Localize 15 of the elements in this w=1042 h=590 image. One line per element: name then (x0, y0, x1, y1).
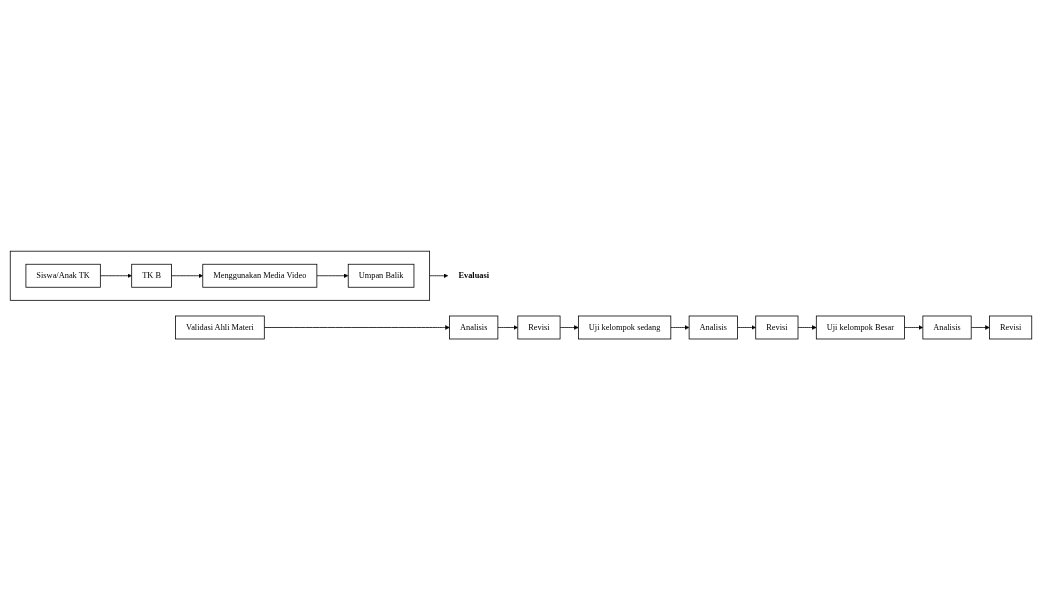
node-text: Evaluasi (458, 270, 490, 280)
node-box: TK B (131, 263, 172, 288)
node-box: Menggunakan Media Video (202, 263, 318, 288)
node-box: Validasi Ahli Materi (175, 315, 265, 340)
node-box: Revisi (517, 315, 561, 340)
cluster (9, 250, 430, 301)
node-box: Uji kelompok Besar (815, 315, 905, 340)
node-box: Analisis (688, 315, 738, 340)
node-box: Analisis (449, 315, 499, 340)
node-box: Analisis (922, 315, 972, 340)
node-box: Revisi (755, 315, 799, 340)
node-box: Revisi (989, 315, 1033, 340)
node-box: Uji kelompok sedang (578, 315, 672, 340)
node-box: Umpan Balik (347, 263, 415, 288)
node-box: Siswa/Anak TK (25, 263, 101, 288)
